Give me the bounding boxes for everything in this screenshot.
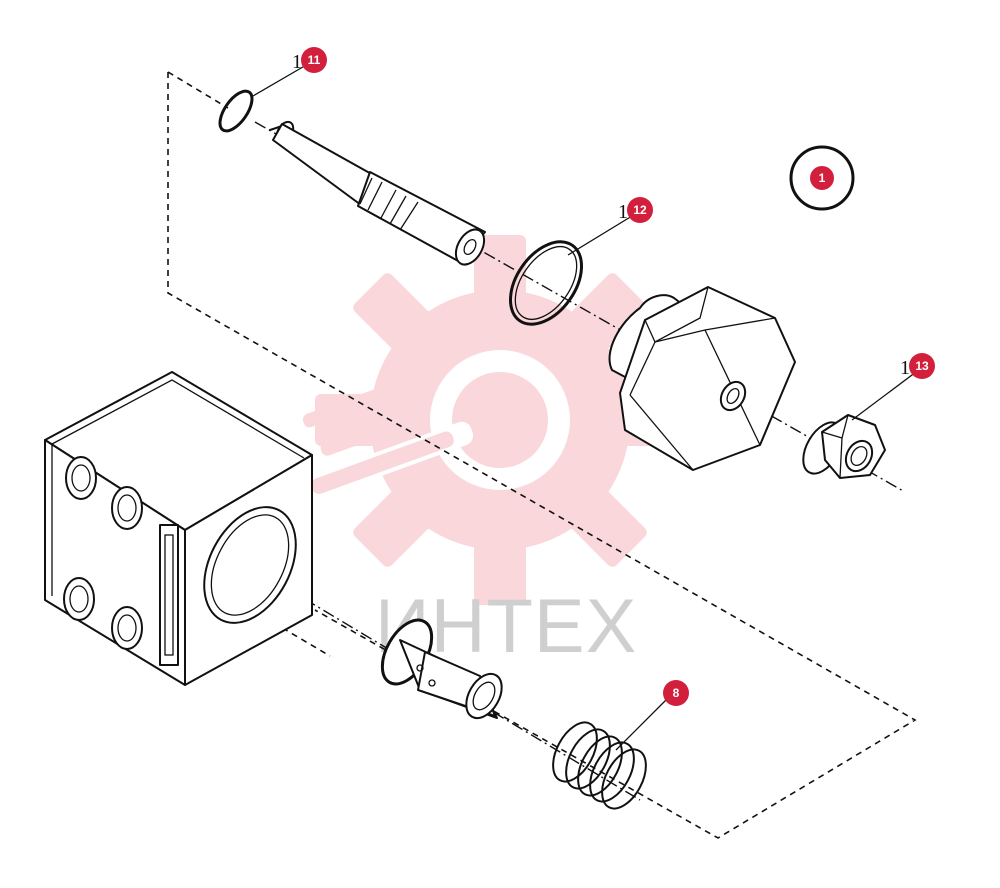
callout-11-label: 11 bbox=[308, 53, 321, 67]
part-1-ring bbox=[789, 145, 855, 211]
callout-11-ghost-digit: 1 bbox=[292, 51, 302, 73]
valve-poppet bbox=[380, 618, 503, 720]
valve-block bbox=[44, 371, 313, 686]
callout-13: 1 13 bbox=[900, 353, 935, 379]
callout-11-bubble bbox=[301, 47, 327, 73]
callout-13-ghost-digit: 1 bbox=[900, 357, 910, 379]
part-11-small-oring bbox=[218, 89, 254, 133]
callout-8-label: 8 bbox=[673, 686, 680, 700]
valve-stem bbox=[269, 120, 486, 266]
callout-1: 1 bbox=[789, 145, 855, 211]
callout-12-ghost-digit: 1 bbox=[618, 201, 628, 223]
callout-1-label: 1 bbox=[819, 171, 826, 185]
callout-13-bubble bbox=[909, 353, 935, 379]
leader-lines bbox=[252, 63, 917, 751]
part-12-large-oring bbox=[508, 240, 584, 326]
part-13-flanged-nut bbox=[802, 414, 886, 479]
callout-1-bubble bbox=[810, 166, 834, 190]
callout-12: 1 12 bbox=[618, 197, 653, 223]
callout-8: 8 bbox=[663, 680, 689, 706]
callout-13-label: 13 bbox=[915, 359, 929, 373]
spring bbox=[552, 721, 647, 810]
callout-8-bubble bbox=[663, 680, 689, 706]
callout-12-bubble bbox=[627, 197, 653, 223]
callout-12-label: 12 bbox=[633, 203, 647, 217]
hex-cap bbox=[608, 286, 796, 471]
